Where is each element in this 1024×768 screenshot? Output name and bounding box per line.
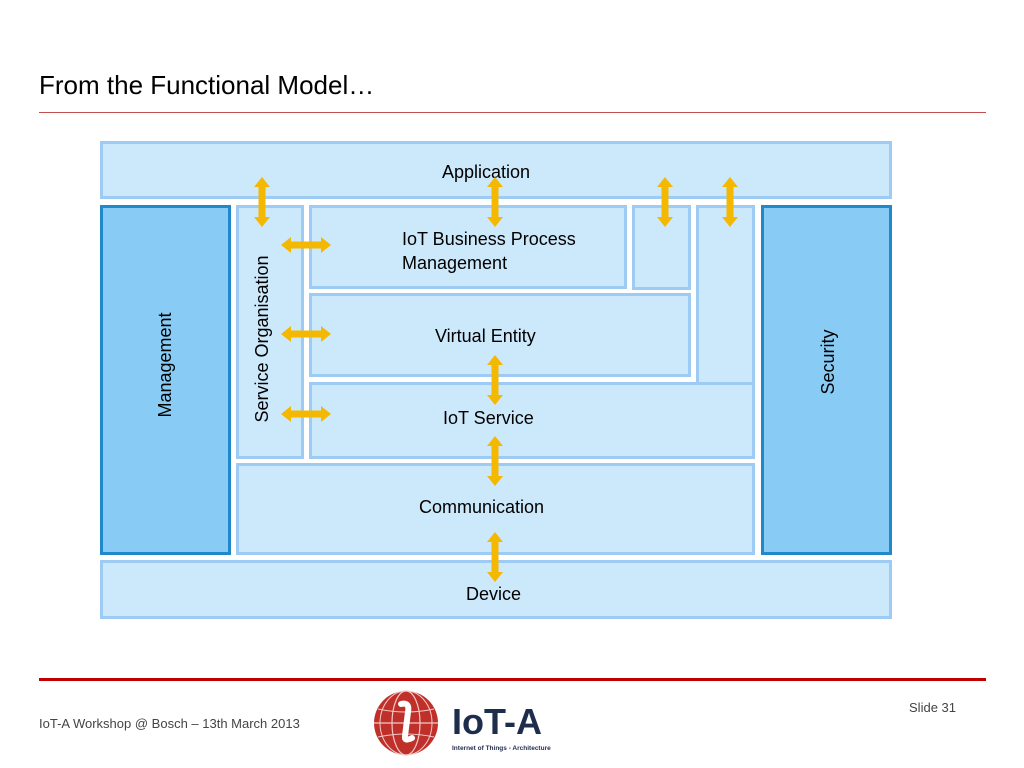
- svg-text:IoT-A: IoT-A: [452, 701, 542, 742]
- arrow-ve-iotservice: [487, 355, 503, 405]
- arrow-app-bpm: [487, 177, 503, 227]
- virtual-entity-label: Virtual Entity: [435, 326, 536, 346]
- iot-service-label: IoT Service: [443, 408, 534, 428]
- svg-text:Internet of Things - Architect: Internet of Things - Architecture: [452, 745, 551, 752]
- footer-divider: [39, 678, 986, 681]
- arrow-so-iotservice: [281, 406, 331, 422]
- arrow-app-iotservice: [722, 177, 738, 227]
- device-label: Device: [466, 584, 522, 604]
- iot-bpm-label-line1: IoT Business Process: [402, 229, 576, 249]
- virtual-entity-block: [309, 293, 691, 377]
- communication-label: Communication: [419, 497, 545, 517]
- slide-number: Slide 31: [909, 700, 956, 715]
- footer-text: IoT-A Workshop @ Bosch – 13th March 2013: [39, 716, 300, 731]
- arrow-app-serviceorg: [254, 177, 270, 227]
- iot-bpm-label-line2: Management: [402, 253, 508, 273]
- iot-bpm-block: [309, 205, 627, 289]
- application-label: Application: [442, 162, 531, 182]
- management-block: [100, 205, 231, 555]
- iot-service-block: [309, 382, 755, 459]
- arrow-iotservice-comm: [487, 436, 503, 486]
- arrow-app-ve: [657, 177, 673, 227]
- title-divider: [39, 112, 986, 113]
- ve-connector-strip: [696, 205, 755, 385]
- arrow-so-bpm: [281, 237, 331, 253]
- iot-a-logo: IoT-A Internet of Things - Architecture: [374, 690, 551, 756]
- arrow-comm-device: [487, 532, 503, 582]
- arrow-so-ve: [281, 326, 331, 342]
- security-block: [761, 205, 892, 555]
- slide-title: From the Functional Model…: [39, 70, 375, 100]
